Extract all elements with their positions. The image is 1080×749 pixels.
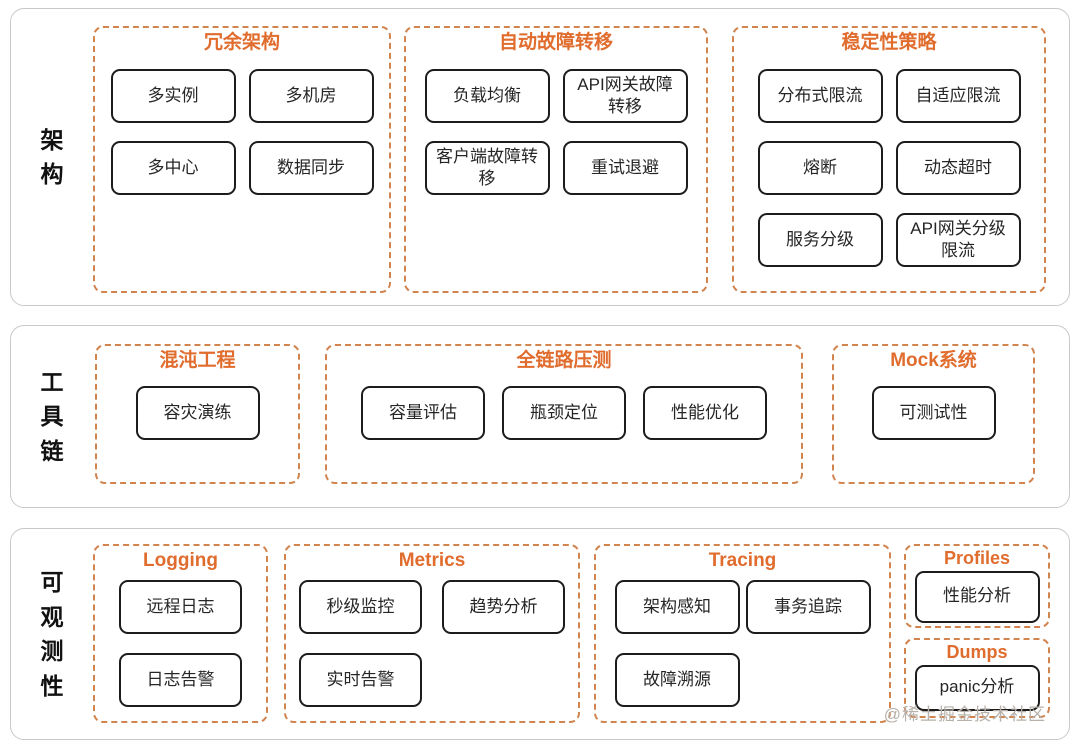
node-multi-idc: 多机房 — [248, 68, 374, 123]
group-title-logging: Logging — [143, 550, 218, 571]
group-title-redundant-architecture: 冗余架构 — [203, 32, 280, 53]
node-data-sync: 数据同步 — [248, 140, 374, 195]
group-items-auto-failover: 负载均衡 API网关故障转移 客户端故障转移 重试退避 — [406, 68, 706, 195]
row-label-architecture-text: 架构 — [40, 126, 64, 188]
node-multi-instance: 多实例 — [110, 68, 236, 123]
node-fault-tracing: 故障溯源 — [614, 652, 740, 707]
group-items-tracing: 架构感知 事务追踪 故障溯源 — [596, 579, 889, 707]
node-panic-analysis: panic分析 — [914, 664, 1040, 711]
group-metrics: Metrics 秒级监控 趋势分析 实时告警 — [284, 544, 580, 723]
row-label-observability: 可观测性 — [11, 529, 93, 739]
group-title-dumps: Dumps — [946, 642, 1008, 662]
node-multi-center: 多中心 — [110, 140, 236, 195]
group-title-stability-strategy: 稳定性策略 — [841, 32, 937, 53]
group-redundant-architecture: 冗余架构 多实例 多机房 多中心 数据同步 — [93, 26, 391, 293]
group-auto-failover: 自动故障转移 负载均衡 API网关故障转移 客户端故障转移 重试退避 — [404, 26, 708, 293]
group-mock-system: Mock系统 可测试性 — [832, 344, 1035, 484]
row-label-architecture: 架构 — [11, 9, 93, 305]
group-title-auto-failover: 自动故障转移 — [498, 32, 613, 53]
group-dumps: Dumps panic分析 — [904, 638, 1050, 718]
group-tracing: Tracing 架构感知 事务追踪 故障溯源 — [594, 544, 891, 723]
panel-observability: 可观测性 Logging 远程日志 日志告警 Metrics 秒级监控 趋势分析… — [10, 528, 1070, 740]
group-title-metrics: Metrics — [398, 550, 466, 571]
group-items-stability-strategy: 分布式限流 自适应限流 熔断 动态超时 服务分级 API网关分级限流 — [734, 68, 1044, 267]
node-retry-backoff: 重试退避 — [562, 140, 688, 195]
node-api-gateway-tiered-limit: API网关分级限流 — [895, 212, 1021, 267]
node-transaction-tracing: 事务追踪 — [745, 579, 871, 634]
architecture-groups: 冗余架构 多实例 多机房 多中心 数据同步 自动故障转移 负载均衡 API网关故… — [93, 9, 1069, 305]
panel-toolchain: 工具链 混沌工程 容灾演练 全链路压测 容量评估 瓶颈定位 性能优化 Mock系… — [10, 325, 1070, 508]
node-remote-logging: 远程日志 — [119, 579, 242, 634]
row-label-observability-text: 可观测性 — [40, 569, 64, 699]
node-second-level-monitoring: 秒级监控 — [299, 579, 422, 634]
node-disaster-drill: 容灾演练 — [135, 385, 260, 440]
node-log-alerting: 日志告警 — [119, 652, 242, 707]
node-trend-analysis: 趋势分析 — [442, 579, 565, 634]
group-items-metrics: 秒级监控 趋势分析 实时告警 — [286, 579, 578, 707]
node-bottleneck-locating: 瓶颈定位 — [502, 385, 626, 440]
node-performance-profiling: 性能分析 — [914, 570, 1040, 623]
node-circuit-breaker: 熔断 — [757, 140, 883, 195]
node-dynamic-timeout: 动态超时 — [895, 140, 1021, 195]
node-load-balancing: 负载均衡 — [424, 68, 550, 123]
group-title-full-link-stress-test: 全链路压测 — [516, 350, 612, 371]
group-items-full-link-stress-test: 容量评估 瓶颈定位 性能优化 — [327, 385, 801, 440]
node-client-failover: 客户端故障转移 — [424, 140, 550, 195]
group-title-profiles: Profiles — [943, 548, 1011, 568]
node-performance-optimization: 性能优化 — [643, 385, 767, 440]
group-full-link-stress-test: 全链路压测 容量评估 瓶颈定位 性能优化 — [325, 344, 803, 484]
group-profiles: Profiles 性能分析 — [904, 544, 1050, 628]
group-items-logging: 远程日志 日志告警 — [95, 579, 266, 707]
group-items-chaos-engineering: 容灾演练 — [97, 385, 298, 440]
group-stability-strategy: 稳定性策略 分布式限流 自适应限流 熔断 动态超时 服务分级 API网关分级限流 — [732, 26, 1046, 293]
group-title-tracing: Tracing — [708, 550, 777, 571]
node-capacity-evaluation: 容量评估 — [361, 385, 485, 440]
row-label-toolchain-text: 工具链 — [40, 368, 64, 464]
node-testability: 可测试性 — [871, 385, 996, 440]
toolchain-groups: 混沌工程 容灾演练 全链路压测 容量评估 瓶颈定位 性能优化 Mock系统 可测… — [93, 326, 1069, 507]
row-label-toolchain: 工具链 — [11, 326, 93, 507]
observability-groups: Logging 远程日志 日志告警 Metrics 秒级监控 趋势分析 实时告警… — [93, 529, 1069, 739]
group-logging: Logging 远程日志 日志告警 — [93, 544, 268, 723]
profiles-dumps-stack: Profiles 性能分析 Dumps panic分析 — [904, 544, 1050, 718]
node-service-tiering: 服务分级 — [757, 212, 883, 267]
node-adaptive-rate-limit: 自适应限流 — [895, 68, 1021, 123]
group-title-mock-system: Mock系统 — [890, 350, 977, 371]
group-items-mock-system: 可测试性 — [834, 385, 1033, 440]
node-realtime-alerting: 实时告警 — [299, 652, 422, 707]
watermark: @稀土掘金技术社区 — [883, 705, 1046, 724]
node-architecture-awareness: 架构感知 — [614, 579, 740, 634]
group-chaos-engineering: 混沌工程 容灾演练 — [95, 344, 300, 484]
group-title-chaos-engineering: 混沌工程 — [159, 350, 236, 371]
group-items-redundant-architecture: 多实例 多机房 多中心 数据同步 — [95, 68, 389, 195]
node-distributed-rate-limit: 分布式限流 — [757, 68, 883, 123]
node-api-gateway-failover: API网关故障转移 — [562, 68, 688, 123]
panel-architecture: 架构 冗余架构 多实例 多机房 多中心 数据同步 自动故障转移 负载均衡 API… — [10, 8, 1070, 306]
